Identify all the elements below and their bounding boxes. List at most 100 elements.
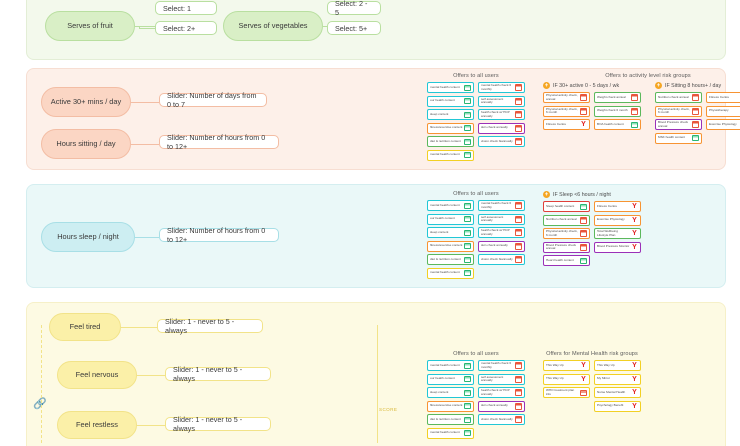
offer-card-all-users[interactable]: sleep content bbox=[427, 227, 474, 238]
calendar-icon bbox=[580, 107, 587, 115]
question-pill-mental-health-2[interactable]: Feel restless bbox=[57, 411, 137, 439]
offer-card-all-users[interactable]: self assessment annually bbox=[478, 213, 525, 225]
offer-card-all-users[interactable]: mental health content bbox=[427, 149, 474, 161]
offer-card-risk[interactable]: WHO treatment plan info bbox=[543, 387, 590, 398]
answer-option-nutrition-0-1[interactable]: Select: 2+ bbox=[155, 21, 217, 35]
question-pill-activity-0[interactable]: Active 30+ mins / day bbox=[41, 87, 131, 117]
answer-option-mental-health-0-0[interactable]: Slider: 1 - never to 5 - always bbox=[157, 317, 263, 335]
offer-card-all-users[interactable]: vision check biannually bbox=[478, 254, 525, 265]
question-pill-nutrition-0[interactable]: Serves of fruit bbox=[45, 11, 135, 41]
question-pill-mental-health-0[interactable]: Feel tired bbox=[49, 313, 121, 341]
offer-card-risk[interactable]: MSK health content bbox=[655, 132, 702, 144]
offer-card-risk[interactable]: Sleep health content bbox=[543, 201, 590, 212]
section-nutrition[interactable]: Serves of fruit Select: 1 Select: 2+ Serves… bbox=[26, 0, 726, 60]
offer-card-all-users[interactable]: mental health check 6 monthly bbox=[478, 82, 525, 93]
offer-card-all-users[interactable]: sleep content bbox=[427, 109, 474, 120]
offer-card-all-users[interactable]: skin check annually bbox=[478, 240, 525, 252]
calendar-icon bbox=[515, 111, 522, 118]
offer-card-all-users[interactable]: health check w/ HCP annually bbox=[478, 387, 525, 398]
offer-card-all-users[interactable]: skin check annually bbox=[478, 400, 525, 412]
offer-card-all-users[interactable]: self assessment annually bbox=[478, 373, 525, 385]
offer-card-risk[interactable]: Weight check annual bbox=[594, 92, 641, 103]
question-pill-sleep-0[interactable]: Hours sleep / night bbox=[41, 222, 135, 252]
question-pill-activity-1[interactable]: Hours sitting / day bbox=[41, 129, 131, 159]
offer-card-label: This Way Up bbox=[597, 363, 615, 367]
answer-option-activity-0-0[interactable]: Slider: Number of days from 0 to 7 bbox=[159, 91, 267, 109]
offer-card-label: Blood Pressure check annual bbox=[546, 243, 577, 250]
offer-card-all-users[interactable]: mental health content bbox=[427, 427, 474, 439]
offer-card-risk[interactable]: Blood Pressure check annual bbox=[655, 119, 702, 130]
offer-card-all-users[interactable]: self assessment annually bbox=[478, 95, 525, 107]
offer-card-all-users[interactable]: our health content bbox=[427, 213, 474, 225]
question-pill-nutrition-1[interactable]: Serves of vegetables bbox=[223, 11, 323, 41]
calendar-icon bbox=[515, 202, 522, 209]
offer-card-risk[interactable]: Nutrition check annual bbox=[543, 214, 590, 226]
offer-card-label: diet & nutrition content bbox=[430, 417, 461, 421]
offer-card-risk[interactable]: Physical activity check, annual bbox=[543, 92, 590, 103]
offer-card-all-users[interactable]: mental health content bbox=[427, 200, 474, 211]
offer-card-risk[interactable]: Nutrition check annual bbox=[655, 92, 702, 103]
offer-card-all-users[interactable]: diet & nutrition content bbox=[427, 414, 474, 425]
calendar-icon bbox=[580, 243, 587, 251]
content-icon bbox=[580, 203, 587, 210]
question-pill-mental-health-1[interactable]: Feel nervous bbox=[57, 361, 137, 389]
offer-card-risk[interactable]: BOA health content bbox=[594, 119, 641, 130]
offer-card-all-users[interactable]: mental health check 6 monthly bbox=[478, 200, 525, 211]
answer-option-nutrition-1-1[interactable]: Select: 5+ bbox=[327, 21, 381, 35]
answer-option-sleep-0-0[interactable]: Slider: Number of hours from 0 to 12+ bbox=[159, 226, 279, 244]
offer-card-all-users[interactable]: sleep content bbox=[427, 387, 474, 398]
offer-card-all-users[interactable]: our health content bbox=[427, 95, 474, 107]
offer-card-risk[interactable]: Blood Pressure check annual bbox=[543, 241, 590, 253]
offer-card-risk[interactable]: Physical activity check, 6 month bbox=[543, 228, 590, 239]
referral-icon: Y bbox=[632, 389, 637, 396]
offers-risk-title: Offers to activity level risk groups bbox=[605, 73, 691, 79]
offer-card-all-users[interactable]: health check w/ HCP annually bbox=[478, 109, 525, 120]
offer-card-all-users[interactable]: diet & nutrition content bbox=[427, 136, 474, 147]
offer-card-risk[interactable]: Heart health content bbox=[543, 255, 590, 266]
offer-card-risk[interactable]: PhysiotherapyY bbox=[706, 105, 740, 117]
offer-card-label: health check w/ HCP annually bbox=[481, 389, 510, 396]
offer-card-label: vision check biannually bbox=[481, 417, 513, 421]
offer-card-all-users[interactable]: vision check biannually bbox=[478, 414, 525, 425]
offer-card-all-users[interactable]: fitness/exercise content bbox=[427, 240, 474, 252]
offer-card-all-users[interactable]: mental health check 6 monthly bbox=[478, 360, 525, 371]
offer-card-all-users[interactable]: skin check annually bbox=[478, 122, 525, 134]
offer-card-all-users[interactable]: fitness/exercise content bbox=[427, 400, 474, 412]
offer-card-all-users[interactable]: health check w/ HCP annually bbox=[478, 227, 525, 238]
section-activity[interactable]: Active 30+ mins / day Slider: Number of d… bbox=[26, 68, 740, 170]
offer-card-all-users[interactable]: vision check biannually bbox=[478, 136, 525, 147]
offer-card-risk[interactable]: Weight check 6 month bbox=[594, 105, 641, 117]
section-sleep[interactable]: Hours sleep / night Slider: Number of hou… bbox=[26, 184, 726, 288]
offer-card-all-users[interactable]: fitness/exercise content bbox=[427, 122, 474, 134]
offer-card-all-users[interactable]: mental health content bbox=[427, 360, 474, 371]
link-icon[interactable]: 🔗 bbox=[33, 398, 47, 410]
answer-option-nutrition-1-0[interactable]: Select: 2 - 5 bbox=[327, 0, 381, 17]
offer-card-all-users[interactable]: mental health content bbox=[427, 267, 474, 279]
answer-option-mental-health-1-0[interactable]: Slider: 1 - never to 5 - always bbox=[165, 365, 271, 383]
offer-card-risk[interactable]: Physical activity check, 6 month bbox=[543, 105, 590, 117]
offer-card-all-users[interactable]: mental health content bbox=[427, 82, 474, 93]
answer-option-mental-health-2-0[interactable]: Slider: 1 - never to 5 - always bbox=[165, 415, 271, 433]
offer-card-all-users[interactable]: our health content bbox=[427, 373, 474, 385]
connector-line bbox=[121, 327, 157, 328]
offer-card-all-users[interactable]: diet & nutrition content bbox=[427, 254, 474, 265]
answer-option-activity-1-0[interactable]: Slider: Number of hours from 0 to 12+ bbox=[159, 133, 279, 151]
offer-card-risk[interactable]: Physical activity check, 6 month bbox=[655, 105, 702, 117]
answer-option-nutrition-0-0[interactable]: Select: 1 bbox=[155, 1, 217, 15]
